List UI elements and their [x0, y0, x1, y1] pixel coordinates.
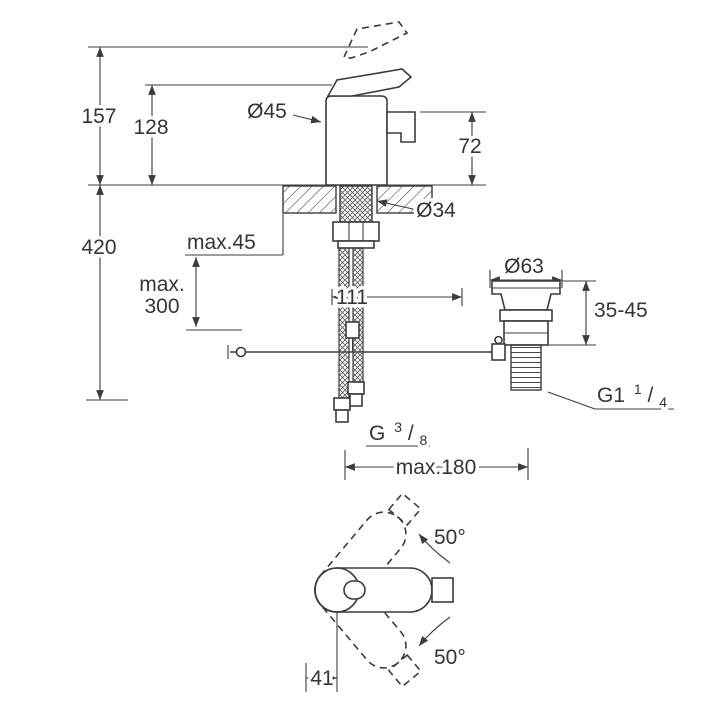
faucet-spout	[386, 111, 416, 143]
g38-denominator: 8	[420, 432, 428, 448]
handle-plan-body	[314, 567, 433, 613]
supply-hoses	[333, 247, 365, 423]
max-300-label-line1: max.	[139, 273, 185, 296]
faucet-body	[325, 95, 388, 186]
g38-prefix: G	[369, 422, 385, 445]
faucet-lever	[326, 68, 413, 97]
g38-slash: /	[408, 422, 414, 445]
g38-numerator: 3	[394, 419, 402, 435]
threaded-shank	[339, 185, 373, 223]
angle-lower-label: 50°	[434, 646, 466, 669]
diameter-63-label: Ø63	[504, 255, 544, 278]
pop-up-knob	[345, 321, 360, 339]
dim-111-label: 111	[336, 286, 368, 309]
drain-tailpiece	[510, 344, 542, 391]
drain-clevis	[491, 343, 506, 361]
handle-tip	[431, 577, 454, 603]
dim-157-label: 157	[81, 105, 116, 128]
dim-35-45-label: 35-45	[594, 299, 648, 322]
handle-top-view	[305, 492, 454, 692]
raised-lever-outline	[342, 21, 409, 59]
dim-420-label: 420	[81, 236, 116, 259]
max-300-label-line2: 300	[144, 295, 179, 318]
faucet-side-view	[325, 21, 416, 249]
dimension-lines	[86, 46, 674, 480]
max-180-label: max.180	[396, 456, 477, 479]
diameter-45-label: Ø45	[247, 100, 287, 123]
drain-flange	[491, 280, 561, 311]
max-45-label: max.45	[187, 231, 256, 254]
dim-128-label: 128	[133, 116, 168, 139]
angle-upper-label: 50°	[434, 526, 466, 549]
hose-right	[352, 247, 364, 383]
g114-prefix: G1	[597, 384, 625, 407]
thread-g-3-8-label: G 3 / 8	[369, 414, 428, 448]
mounting-deck	[282, 185, 433, 214]
g114-numerator: 1	[634, 381, 642, 397]
dim-72-label: 72	[458, 135, 481, 158]
dim-41-label: 41	[310, 667, 333, 690]
drain-assembly	[491, 280, 561, 391]
handle-inner-pill	[343, 580, 366, 600]
g114-slash: /	[648, 384, 654, 407]
thread-g1-1-4-label: G1 1 / 4	[597, 376, 667, 410]
mounting-nut	[332, 221, 380, 242]
diameter-34-label: Ø34	[416, 199, 456, 222]
g114-denominator: 4	[659, 394, 667, 410]
